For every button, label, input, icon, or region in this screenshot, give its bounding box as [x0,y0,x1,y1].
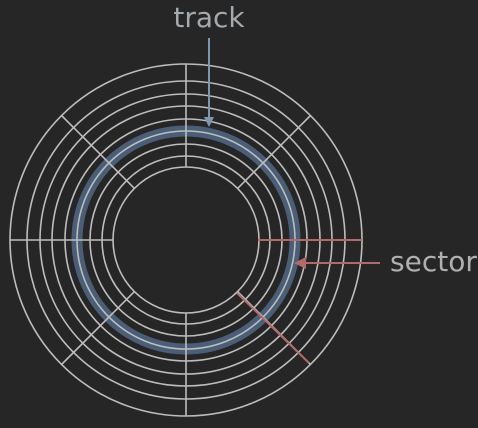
sector-line [237,114,312,189]
sector-boundary-diagonal [236,292,310,364]
track-label: track [173,1,245,34]
sector-line [60,114,135,189]
sector-label: sector [390,245,477,278]
track-ring [112,166,260,314]
sector-line [60,291,135,366]
